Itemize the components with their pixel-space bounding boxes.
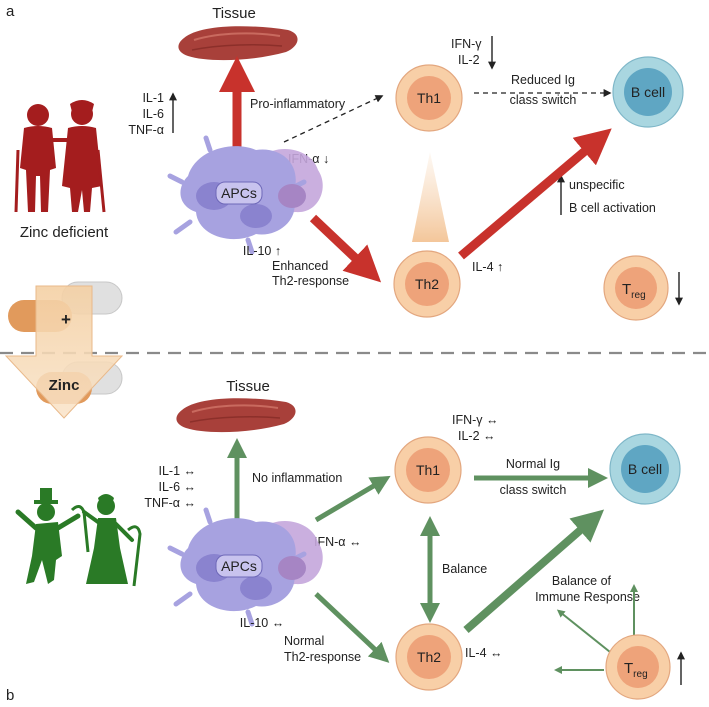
- tissue-icon: [178, 26, 298, 61]
- th2-dominance-beam: [412, 152, 449, 242]
- panel-b: Tissue IL-1 ↔ IL-6 ↔ TNF-α ↔: [15, 378, 685, 700]
- panel-a-letter: a: [6, 3, 15, 20]
- enhanced-th2-arrow: [309, 214, 382, 283]
- il2-b: IL-2 ↔: [458, 429, 496, 443]
- b-cell-label-a: B cell: [631, 84, 665, 100]
- il4-a: IL-4 ↑: [472, 260, 503, 274]
- th2-label-a: Th2: [415, 276, 439, 292]
- panel-b-letter: b: [6, 687, 14, 704]
- apc-cells-b: [167, 507, 323, 627]
- th1-cell-b: [394, 436, 462, 504]
- il4-b: IL-4 ↔: [465, 646, 503, 660]
- elderly-couple-healthy-icon: [15, 488, 142, 587]
- enhanced-label-line1: Enhanced: [272, 259, 328, 273]
- apc-to-th1-arrow-b: [314, 475, 391, 523]
- tissue-label-b: Tissue: [226, 378, 270, 395]
- zinc-label: Zinc: [49, 377, 80, 394]
- th2-cell-a: [393, 250, 461, 318]
- apc-cells-a: [167, 135, 323, 255]
- unspecific-line1: unspecific: [569, 178, 625, 192]
- b-cell-label-b: B cell: [628, 461, 662, 477]
- tissue-icon-b: [176, 398, 296, 433]
- cytokine-il1-a: IL-1: [142, 91, 164, 105]
- treg-label-a: Treg: [622, 281, 646, 301]
- elderly-couple-deficient-icon: [14, 100, 106, 213]
- apc-to-th1-dashed-arrow: [283, 95, 384, 143]
- balance-immune-line2: Immune Response: [535, 590, 640, 604]
- ifn-alpha-b: IFN-α ↔: [314, 535, 362, 549]
- th1-label-b: Th1: [416, 462, 440, 478]
- treg-cell-a: [603, 255, 669, 321]
- no-inflammation-label: No inflammation: [252, 471, 342, 485]
- cytokine-tnfa-b: TNF-α ↔: [144, 496, 196, 510]
- th2-to-bcell-arrow-b: [463, 509, 605, 634]
- cytokine-tnfa-a: TNF-α: [128, 123, 164, 137]
- tissue-label-a: Tissue: [212, 5, 256, 22]
- panel-a: Tissue Zinc deficient IL-1 IL-6 TNF-α Pr…: [14, 5, 684, 321]
- th2-cell-b: [395, 623, 463, 691]
- reduced-ig-line2: class switch: [510, 93, 577, 107]
- ifn-gamma-b: IFN-γ ↔: [452, 413, 499, 427]
- b-cell-b: [609, 433, 681, 505]
- b-cell-a: [612, 56, 684, 128]
- pro-inflammatory-label: Pro-inflammatory: [250, 97, 346, 111]
- unspecific-line2: B cell activation: [569, 201, 656, 215]
- treg-cell-b: [605, 634, 671, 700]
- normal-label-line1: Normal: [284, 634, 324, 648]
- normal-label-line2: Th2-response: [284, 650, 361, 664]
- cytokine-il6-b: IL-6 ↔: [158, 480, 196, 494]
- apcs-label-b: APCs: [221, 558, 257, 574]
- group-label-zinc-deficient: Zinc deficient: [20, 224, 109, 241]
- treg-to-balance-arrow: [556, 609, 611, 653]
- il10-a: IL-10 ↑: [243, 244, 281, 258]
- balance-label: Balance: [442, 562, 487, 576]
- ifn-gamma-a: IFN-γ: [451, 37, 482, 51]
- normal-th2-arrow: [314, 592, 390, 663]
- apcs-label-a: APCs: [221, 185, 257, 201]
- normal-ig-line2: class switch: [500, 483, 567, 497]
- th2-label-b: Th2: [417, 649, 441, 665]
- cytokine-il6-a: IL-6: [142, 107, 164, 121]
- enhanced-label-line2: Th2-response: [272, 274, 349, 288]
- treg-label-b: Treg: [624, 660, 648, 680]
- normal-ig-line1: Normal Ig: [506, 457, 560, 471]
- cytokine-il1-b: IL-1 ↔: [158, 464, 196, 478]
- th1-label-a: Th1: [417, 90, 441, 106]
- zinc-plus-sign: +: [61, 310, 71, 329]
- reduced-ig-line1: Reduced Ig: [511, 73, 575, 87]
- il2-a: IL-2: [458, 53, 480, 67]
- th2-to-bcell-arrow-a: [458, 128, 612, 260]
- zinc-supplement-icon: [4, 281, 124, 419]
- balance-immune-line1: Balance of: [552, 574, 612, 588]
- th1-cell-a: [395, 64, 463, 132]
- il10-b: IL-10 ↔: [240, 616, 284, 630]
